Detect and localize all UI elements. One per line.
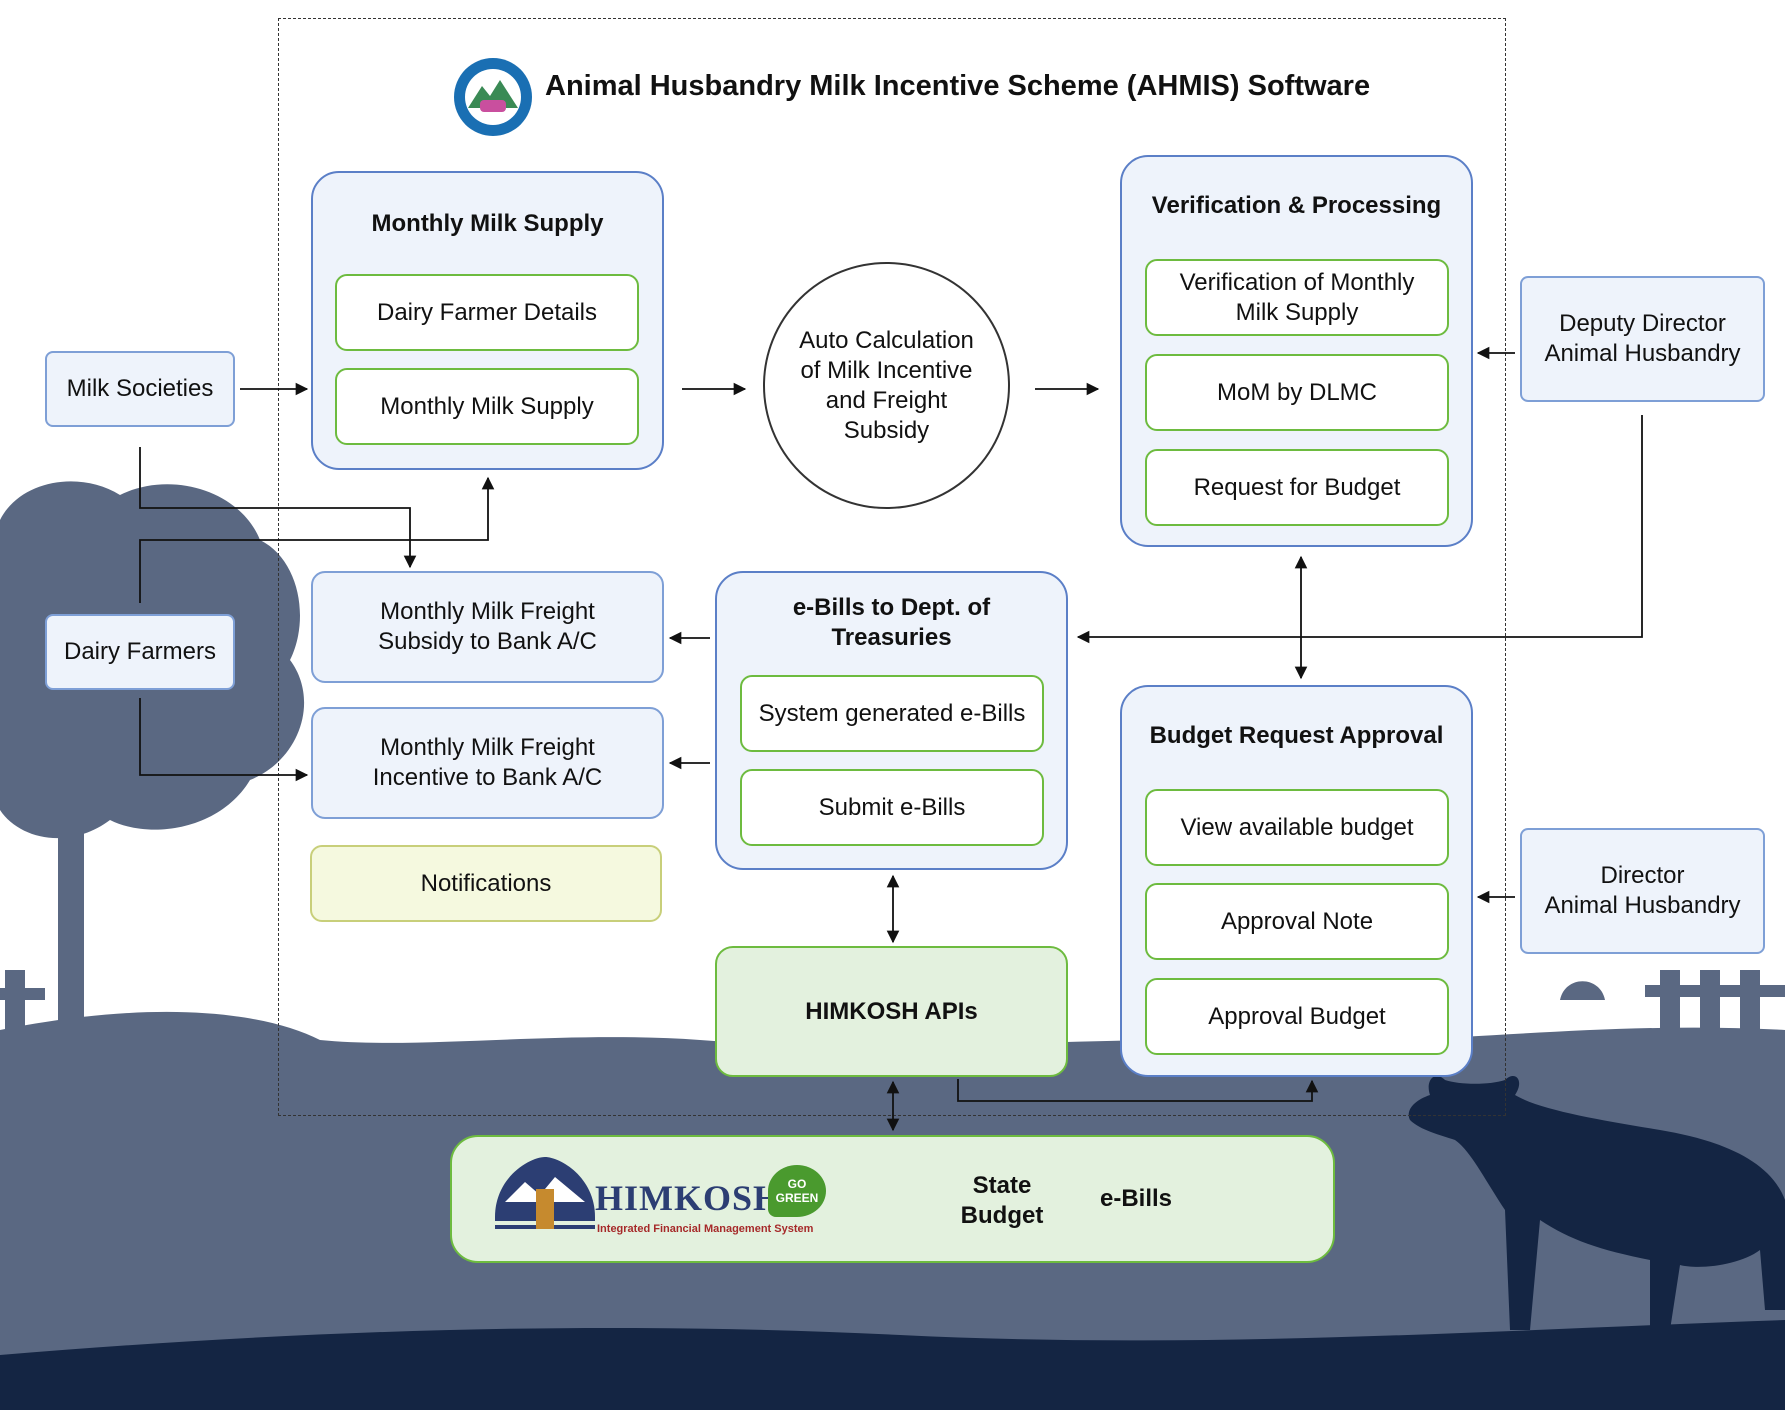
system-generated-ebills-item: System generated e-Bills [740,675,1044,752]
approval-note-item: Approval Note [1145,883,1449,960]
verification-monthly-label: Verification of Monthly Milk Supply [1179,268,1415,326]
himkosh-apis-box: HIMKOSH APIs [715,946,1068,1077]
budget-approval-title: Budget Request Approval [1149,722,1444,749]
approval-budget-item: Approval Budget [1145,978,1449,1055]
view-budget-item: View available budget [1145,789,1449,866]
verification-processing-title: Verification & Processing [1151,192,1442,219]
director-box: Director Animal Husbandry [1520,828,1765,954]
notifications-label: Notifications [420,869,552,897]
request-budget-label: Request for Budget [1193,473,1401,501]
deputy-director-box: Deputy Director Animal Husbandry [1520,276,1765,402]
freight-incentive-label: Monthly Milk Freight Incentive to Bank A… [372,734,603,791]
notifications-box: Notifications [310,845,662,922]
monthly-milk-supply-label: Monthly Milk Supply [380,392,594,420]
view-budget-label: View available budget [1180,813,1414,841]
mom-dlmc-label: MoM by DLMC [1216,378,1378,406]
monthly-milk-supply-title: Monthly Milk Supply [371,210,604,237]
go-green-badge: GO GREEN [768,1165,826,1217]
freight-subsidy-label: Monthly Milk Freight Subsidy to Bank A/C [378,598,597,655]
auto-calculation-label: Auto Calculation of Milk Incentive and F… [799,326,974,444]
himkosh-emblem-icon [495,1157,595,1229]
state-budget-label: State Budget [960,1172,1044,1229]
request-budget-item: Request for Budget [1145,449,1449,526]
dairy-farmer-details-label: Dairy Farmer Details [376,298,598,326]
ebills-title: e-Bills to Dept. of Treasuries [792,594,991,651]
submit-ebills-item: Submit e-Bills [740,769,1044,846]
himkosh-apis-label: HIMKOSH APIs [805,997,978,1025]
himkosh-system-box: HIMKOSH Integrated Financial Management … [450,1135,1335,1263]
freight-subsidy-box: Monthly Milk Freight Subsidy to Bank A/C [311,571,664,683]
dairy-farmers-label: Dairy Farmers [63,638,216,665]
freight-incentive-box: Monthly Milk Freight Incentive to Bank A… [311,707,664,819]
himkosh-logo-subtitle: Integrated Financial Management System [597,1223,814,1235]
himkosh-logo-name: HIMKOSH [595,1178,783,1218]
milk-societies-label: Milk Societies [66,375,214,402]
ground-dark [0,1320,1785,1410]
tree-silhouette [0,481,305,1030]
system-generated-ebills-label: System generated e-Bills [758,699,1026,727]
verification-monthly-item: Verification of Monthly Milk Supply [1145,259,1449,336]
go-green-label: GO GREEN [775,1177,819,1205]
ahmis-logo [454,58,532,136]
dairy-farmers-box: Dairy Farmers [45,614,235,690]
cow-silhouette [1408,1075,1785,1330]
mom-dlmc-item: MoM by DLMC [1145,354,1449,431]
deputy-director-label: Deputy Director Animal Husbandry [1544,310,1741,367]
approval-budget-label: Approval Budget [1208,1002,1386,1030]
dairy-farmer-details-item: Dairy Farmer Details [335,274,639,351]
approval-note-label: Approval Note [1220,907,1374,935]
director-label: Director Animal Husbandry [1544,862,1741,919]
milk-societies-box: Milk Societies [45,351,235,427]
monthly-milk-supply-item: Monthly Milk Supply [335,368,639,445]
submit-ebills-label: Submit e-Bills [818,793,966,821]
auto-calculation-node: Auto Calculation of Milk Incentive and F… [763,262,1010,509]
himkosh-ebills-label: e-Bills [1100,1185,1173,1212]
page-title: Animal Husbandry Milk Incentive Scheme (… [545,70,1371,102]
